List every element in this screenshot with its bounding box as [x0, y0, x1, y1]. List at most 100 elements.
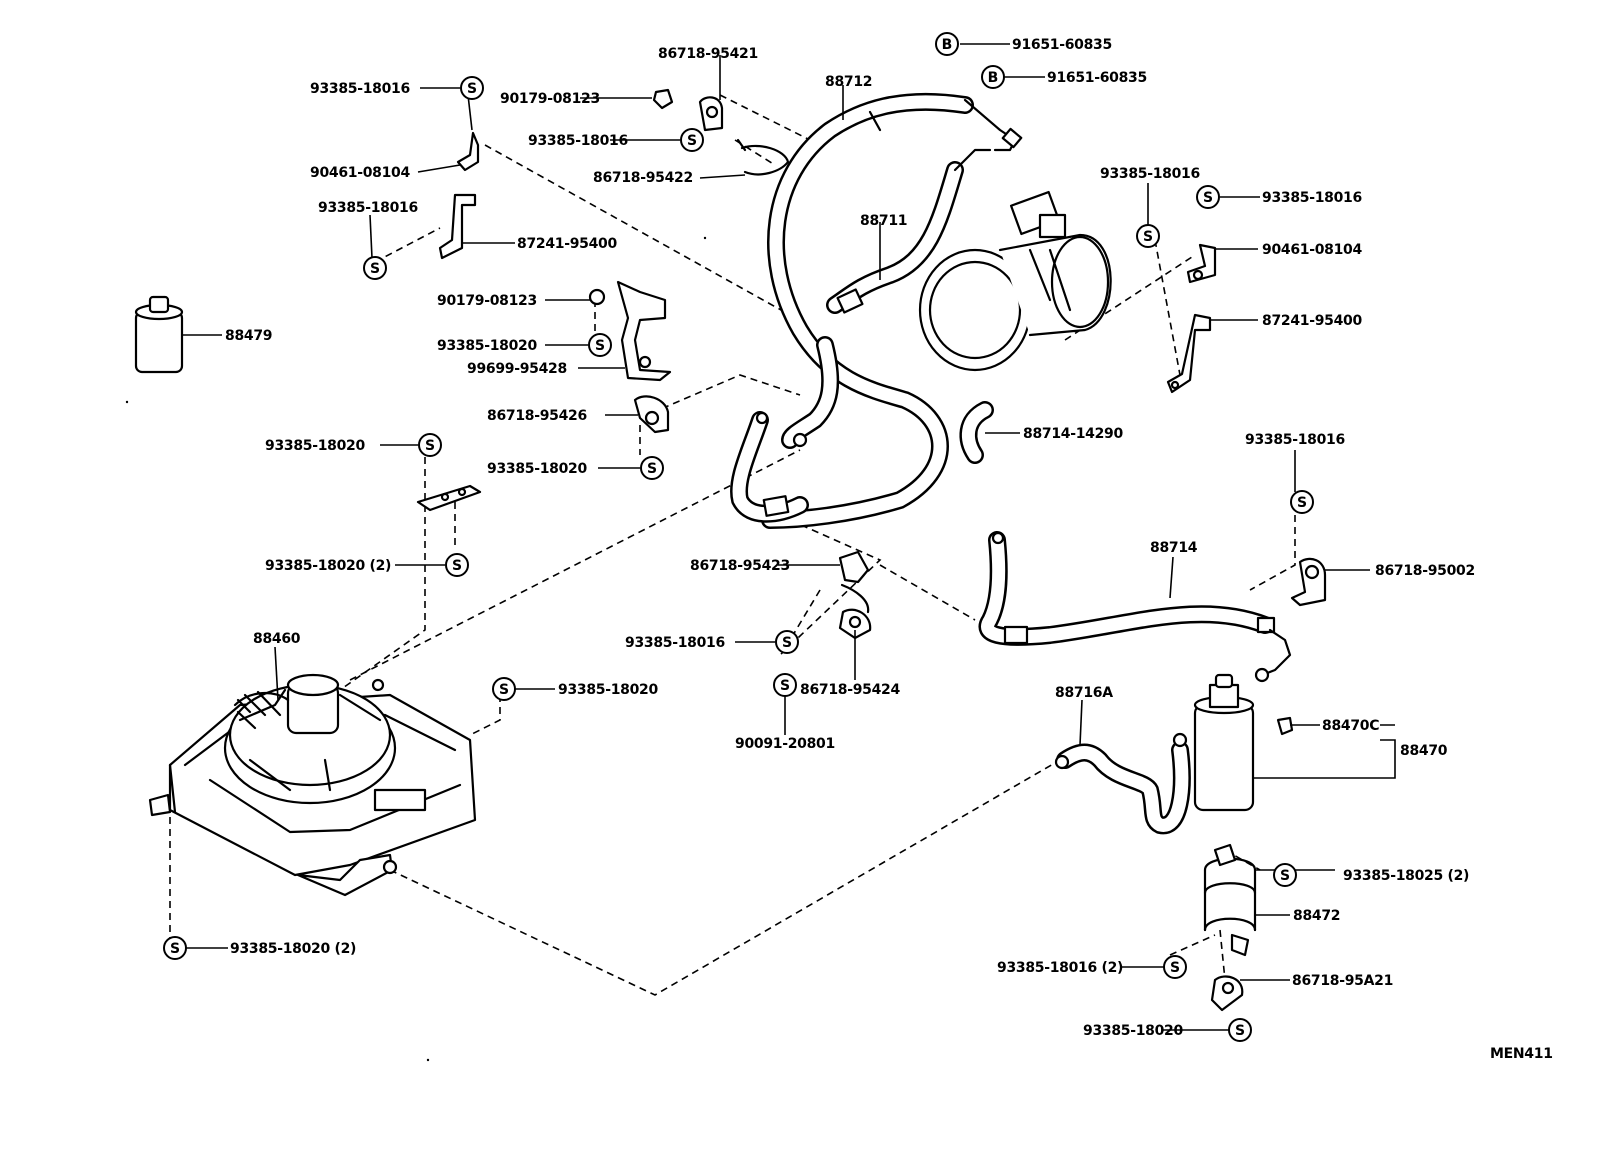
part-label: 88470: [1400, 743, 1448, 759]
receiver-dryer-88470: [1193, 673, 1294, 812]
nut-90179-08123-top: [652, 88, 674, 110]
part-label: 93385-18020: [558, 682, 658, 698]
s-symbol: S: [492, 677, 516, 701]
s-symbol: S: [1136, 224, 1160, 248]
s-symbol: S: [773, 673, 797, 697]
part-label: 91651-60835: [1012, 37, 1112, 53]
s-symbol: S: [1228, 1018, 1252, 1042]
symbols: B B S S S S S S S S S S S S S S S S S: [163, 32, 1314, 1042]
part-label: 88460: [253, 631, 301, 647]
clamp-86718-95421: [698, 96, 724, 132]
s-symbol: S: [1273, 863, 1297, 887]
part-label: 88711: [860, 213, 907, 229]
svg-text:S: S: [1143, 229, 1153, 245]
s-symbol: S: [1163, 955, 1187, 979]
s-symbol: S: [418, 433, 442, 457]
clamp-86718-95426: [633, 395, 670, 434]
bracket-87241-95400-left: [438, 193, 477, 260]
condenser-88460: [148, 673, 477, 897]
s-symbol: S: [1196, 185, 1220, 209]
hose-88716a: [1054, 732, 1191, 835]
part-label: 93385-18020: [265, 438, 365, 454]
part-label: 93385-18020 (2): [265, 558, 391, 574]
part-label: 86718-95422: [593, 170, 693, 186]
part-label: 87241-95400: [1262, 313, 1362, 329]
svg-text:B: B: [988, 70, 999, 86]
part-label: 93385-18016: [528, 133, 628, 149]
part-label: 93385-18025 (2): [1343, 868, 1469, 884]
clamp-86718-95423: [838, 550, 870, 614]
part-label: 93385-18020 (2): [230, 941, 356, 957]
part-label: 87241-95400: [517, 236, 617, 252]
hose-lower-loop: [730, 411, 809, 523]
nut-90179-08123-mid: [588, 288, 606, 306]
s-symbol: S: [640, 456, 664, 480]
part-label: 90091-20801: [735, 736, 835, 752]
compressor-body: [918, 190, 1112, 372]
part-label: 88479: [225, 328, 272, 344]
svg-text:S: S: [1203, 190, 1213, 206]
part-label: 90461-08104: [310, 165, 410, 181]
bracket-99699-95428: [616, 280, 672, 382]
svg-text:S: S: [499, 682, 509, 698]
svg-text:S: S: [780, 678, 790, 694]
hose-88714-14290: [959, 401, 994, 464]
part-label: 86718-95002: [1375, 563, 1475, 579]
part-label: 90461-08104: [1262, 242, 1362, 258]
clamp-86718-95a21: [1210, 975, 1244, 1012]
svg-text:B: B: [942, 37, 953, 53]
clamp-86718-95424: [838, 608, 872, 640]
part-labels: 86718-95421 91651-60835 91651-60835 9338…: [225, 37, 1553, 1062]
part-label: 93385-18020: [1083, 1023, 1183, 1039]
svg-text:S: S: [370, 261, 380, 277]
svg-text:S: S: [467, 81, 477, 97]
part-label: 93385-18016: [310, 81, 410, 97]
bracket-90461-08104-right: [1186, 243, 1217, 284]
part-label: 88714: [1150, 540, 1198, 556]
part-label: 86718-95423: [690, 558, 790, 574]
b-symbol: B: [935, 32, 959, 56]
svg-text:S: S: [1235, 1023, 1245, 1039]
bracket-87241-95400-right: [1166, 313, 1212, 394]
svg-text:S: S: [647, 461, 657, 477]
svg-text:S: S: [595, 338, 605, 354]
hose-88714: [978, 531, 1292, 683]
svg-text:S: S: [170, 941, 180, 957]
part-label: 88716A: [1055, 685, 1113, 701]
diagram-code: MEN411: [1490, 1046, 1553, 1062]
svg-text:S: S: [1280, 868, 1290, 884]
part-label: 86718-95424: [800, 682, 900, 698]
svg-text:S: S: [782, 635, 792, 651]
svg-text:S: S: [452, 558, 462, 574]
b-symbol: B: [981, 65, 1005, 89]
part-label: 93385-18020: [487, 461, 587, 477]
s-symbol: S: [163, 936, 187, 960]
plate-lower-left: [416, 484, 482, 512]
s-symbol: S: [445, 553, 469, 577]
clamp-86718-95422: [736, 138, 790, 176]
svg-text:S: S: [687, 133, 697, 149]
receiver-88479: [134, 295, 184, 374]
part-label: 88714-14290: [1023, 426, 1123, 442]
s-symbol: S: [1290, 490, 1314, 514]
clamp-86718-95002: [1290, 557, 1327, 607]
part-label: 93385-18016: [1100, 166, 1200, 182]
part-label: 88470C: [1322, 718, 1379, 734]
bracket-88472: [1203, 843, 1257, 957]
part-label: 90179-08123: [437, 293, 537, 309]
part-label: 93385-18016: [318, 200, 418, 216]
part-label: 90179-08123: [500, 91, 600, 107]
hose-88711: [781, 148, 992, 449]
part-label: 93385-18016: [1245, 432, 1345, 448]
part-label: 86718-95421: [658, 46, 758, 62]
bracket-90461-08104: [456, 131, 480, 172]
svg-text:S: S: [425, 438, 435, 454]
part-label: 88712: [825, 74, 872, 90]
svg-text:S: S: [1170, 960, 1180, 976]
part-label: 91651-60835: [1047, 70, 1147, 86]
part-label: 88472: [1293, 908, 1340, 924]
part-label: 99699-95428: [467, 361, 567, 377]
s-symbol: S: [460, 76, 484, 100]
s-symbol: S: [588, 333, 612, 357]
